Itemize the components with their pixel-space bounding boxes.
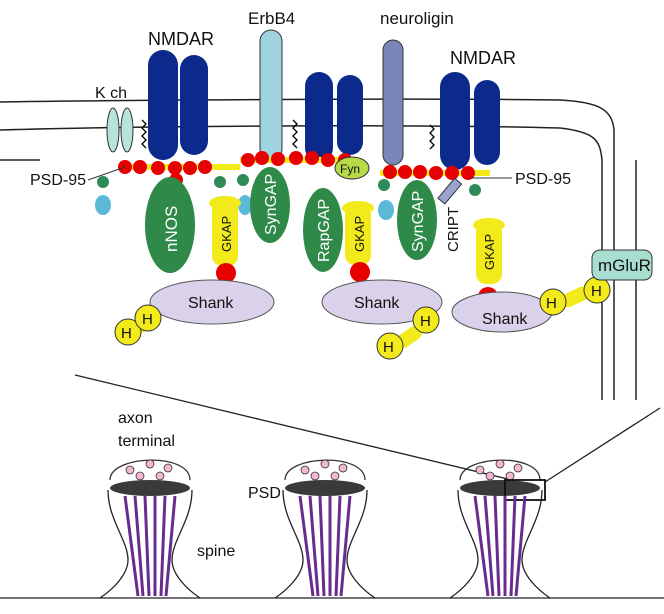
psd95-chains <box>95 151 490 220</box>
cript <box>437 177 463 205</box>
nmdar-middle <box>305 72 363 162</box>
fyn-label: Fyn <box>340 162 360 176</box>
psd-label: PSD <box>248 485 281 502</box>
neuroligin-label: neuroligin <box>380 9 454 28</box>
zoom-lines <box>74 374 661 483</box>
palmitoyl-squiggles <box>141 119 435 150</box>
shank-1-label: Shank <box>188 295 234 312</box>
k-channel <box>106 107 134 153</box>
mglur-label: mGluR <box>598 256 651 275</box>
homer-right: H H <box>539 276 611 316</box>
psd95-right-label: PSD-95 <box>515 171 571 188</box>
axon-label-1: axon <box>118 410 153 427</box>
cript-label: CRIPT <box>445 207 462 252</box>
gkap-1-label: GKAP <box>219 216 234 252</box>
nnos <box>145 177 195 273</box>
nmdar-right-label: NMDAR <box>450 48 516 68</box>
syngap-1 <box>250 167 290 243</box>
rapgap <box>303 188 343 272</box>
nmdar-left-label: NMDAR <box>148 29 214 49</box>
psd95-left-label: PSD-95 <box>30 172 86 189</box>
spine-label: spine <box>197 543 235 560</box>
mglur <box>591 249 653 281</box>
homer-h-1: H <box>121 325 132 342</box>
shank-2-label: Shank <box>354 295 400 312</box>
fyn-kinase <box>334 156 370 180</box>
erbb4-receptor <box>259 29 283 161</box>
homer-h-3: H <box>383 339 394 356</box>
homer-h-4: H <box>420 313 431 330</box>
syngap-2 <box>397 180 437 260</box>
axon-label-2: terminal <box>118 433 175 450</box>
spine-cytoskeleton <box>123 495 527 597</box>
syngap-1-label: SynGAP <box>263 174 280 235</box>
axon-terminals <box>109 459 541 481</box>
gkap-2 <box>342 201 374 282</box>
erbb4-label: ErbB4 <box>248 9 295 28</box>
gkap-3-label: GKAP <box>482 234 497 270</box>
gkap-2-label: GKAP <box>352 216 367 252</box>
kch-label: K ch <box>95 85 127 102</box>
homer-h-6: H <box>591 283 602 300</box>
spines <box>0 489 664 599</box>
nmdar-right <box>440 72 500 170</box>
syngap-2-label: SynGAP <box>410 191 427 252</box>
homer-middle: H H <box>376 306 440 360</box>
neuroligin-receptor <box>382 39 404 166</box>
homer-h-2: H <box>142 311 153 328</box>
psd-discs <box>110 480 540 496</box>
gkap-1 <box>209 196 241 283</box>
shank-1 <box>149 279 275 325</box>
nnos-label: nNOS <box>162 206 181 252</box>
homer-left: H H <box>114 304 162 346</box>
rapgap-label: RapGAP <box>316 199 333 262</box>
shank-3-label: Shank <box>482 311 528 328</box>
nmdar-left <box>148 50 208 160</box>
homer-h-5: H <box>546 295 557 312</box>
shank-2 <box>321 279 443 325</box>
